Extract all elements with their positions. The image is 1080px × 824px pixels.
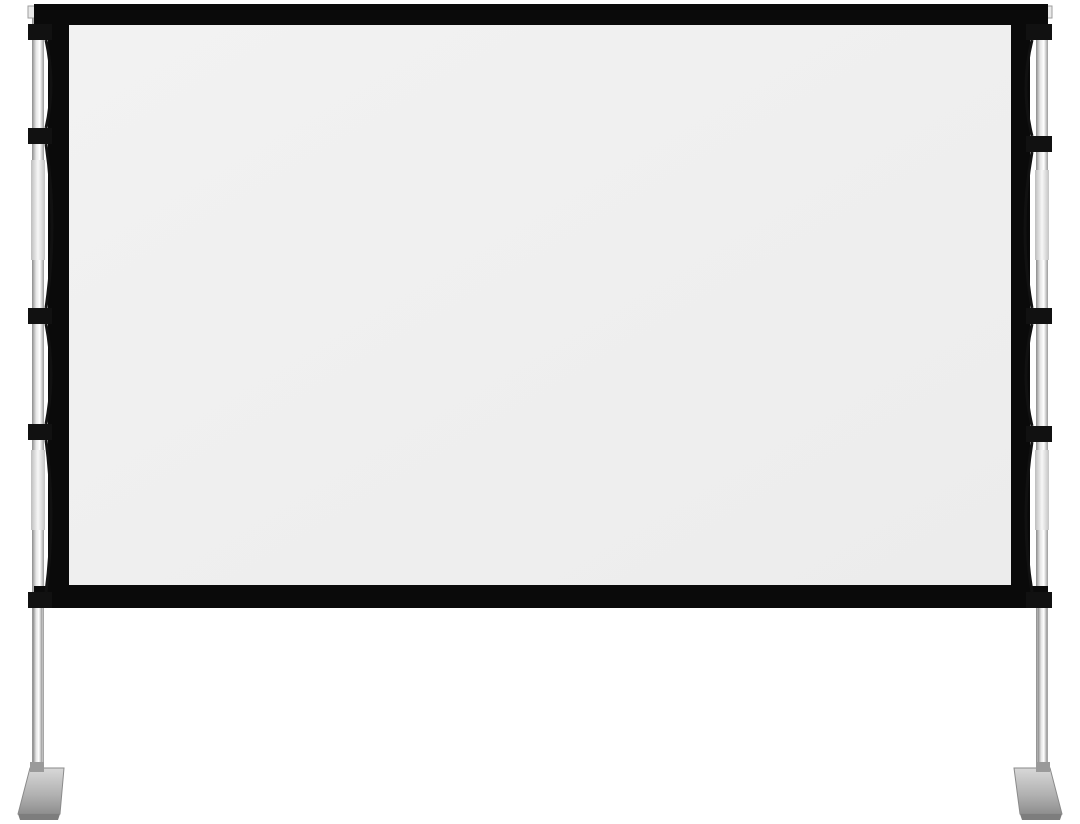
right-stand-pole <box>1031 5 1053 772</box>
right-straps <box>1023 24 1052 608</box>
stand-foot-icon <box>17 762 65 820</box>
screen-surface <box>69 25 1011 585</box>
left-stand-pole <box>27 5 49 772</box>
left-straps <box>28 24 54 608</box>
stand-foot-icon <box>1013 762 1063 820</box>
